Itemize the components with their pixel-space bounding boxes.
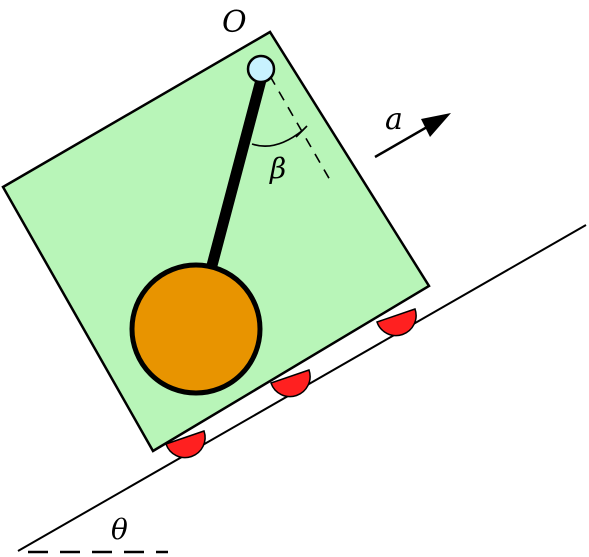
acceleration-arrow-shaft — [374, 121, 435, 159]
acceleration-arrow-head — [421, 113, 451, 137]
acceleration-label: a — [385, 102, 403, 137]
pendulum-bob — [129, 262, 263, 396]
middle-wheel — [270, 369, 311, 398]
front-wheel — [376, 308, 417, 337]
beta-label: β — [269, 152, 286, 185]
pendulum-rod — [204, 78, 267, 275]
theta-label: θ — [111, 513, 128, 546]
beta-angle-tick — [295, 125, 308, 138]
pivot-label: O — [222, 5, 247, 40]
rear-wheel — [165, 430, 206, 459]
pivot-point — [246, 54, 276, 84]
pivot-reference-dashed-line — [269, 75, 331, 181]
